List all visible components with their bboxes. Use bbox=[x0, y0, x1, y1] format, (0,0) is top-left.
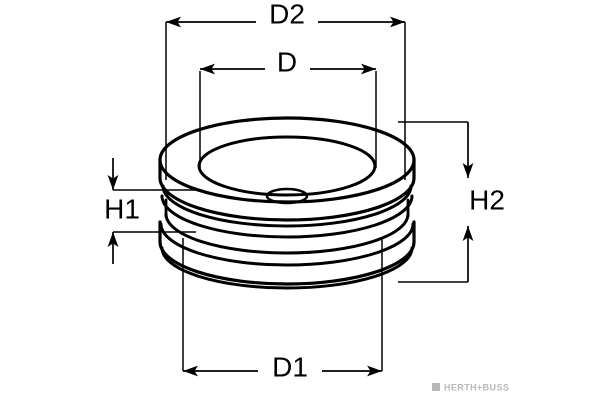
upper-flange-lower-edge bbox=[161, 184, 413, 228]
dimension-h1: H1 bbox=[104, 158, 196, 264]
groove-upper-wall bbox=[160, 194, 414, 239]
watermark-logo-icon bbox=[432, 383, 440, 391]
dimension-d1: D1 bbox=[182, 238, 383, 382]
d2-label: D2 bbox=[269, 0, 305, 29]
watermark-brand-text: HERTH+BUSS bbox=[444, 382, 509, 392]
lower-flange-silhouette bbox=[158, 220, 416, 286]
h1-label: H1 bbox=[104, 193, 140, 224]
grommet-part-geometry bbox=[158, 116, 416, 290]
lower-flange-top-edge bbox=[159, 222, 415, 267]
upper-flange-silhouette bbox=[158, 158, 416, 222]
d1-label: D1 bbox=[272, 351, 308, 382]
dimension-h2: H2 bbox=[398, 121, 505, 283]
center-bore-ellipse bbox=[265, 187, 309, 205]
top-inner-recess-ellipse bbox=[197, 135, 377, 197]
d-label: D bbox=[277, 46, 297, 77]
base-bottom-edge bbox=[160, 246, 414, 290]
h2-label: H2 bbox=[469, 184, 505, 215]
watermark: HERTH+BUSS bbox=[432, 382, 509, 392]
dimension-d: D bbox=[199, 46, 377, 168]
dimension-d2: D2 bbox=[165, 0, 406, 180]
